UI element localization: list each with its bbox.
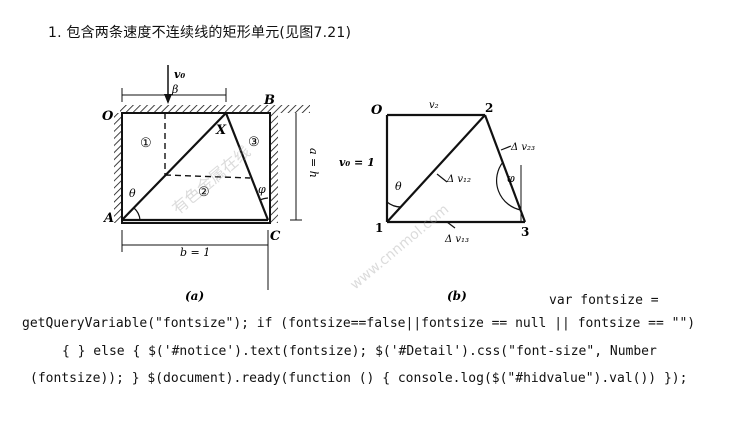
figure-b-diagram: O v₂ 2 Δ v₂₃ v₀ = 1 θ Δ v₁₂ φ 1 3 Δ v₁₃ … [339,100,535,303]
label-dv12: Δ v₁₂ [446,174,471,185]
label-O-b: O [371,103,383,118]
label-beta: β [171,83,178,96]
line-A-X [121,112,227,221]
label-2: 2 [485,101,493,115]
watermark-text-2: www.cnnmol.com [347,201,452,293]
label-phi: φ [258,183,266,196]
label-A: A [102,211,114,226]
label-C: C [270,229,281,244]
label-dv23: Δ v₂₃ [510,142,535,153]
left-wall-hatch [114,113,122,223]
line-2-3 [483,114,527,223]
region-3: ③ [248,135,260,150]
line-1-2 [386,114,486,223]
top-wall-hatch [120,105,310,113]
label-1: 1 [375,221,383,235]
figure-a-diagram: v₀ β B O X ① ② ③ θ φ A C b = 1 a = h (a)… [102,65,320,303]
label-v2: v₂ [429,100,439,111]
dashed-horizontal [164,174,251,179]
label-a: a = h [307,148,320,178]
code-line-4: (fontsize)); } $(document).ready(functio… [30,371,688,386]
region-1: ① [140,136,152,151]
line-X-C [224,112,270,221]
label-phi-b: φ [507,172,515,185]
region-2: ② [198,185,210,200]
label-X: X [215,123,227,138]
watermark-text-1: 有色金属在线 [168,142,254,218]
label-b: b = 1 [180,246,210,259]
label-B: B [263,93,275,108]
label-dv13: Δ v₁₃ [444,234,469,245]
rectangle-outline [121,112,271,224]
v0-arrowhead [164,94,172,104]
right-wall-hatch [270,113,278,223]
label-3: 3 [521,225,529,239]
code-line-2: getQueryVariable("fontsize"); if (fontsi… [22,316,696,331]
caption-a: (a) [185,289,204,303]
label-theta: θ [129,187,136,200]
code-line-1: var fontsize = [549,293,659,308]
section-heading: 1. 包含两条速度不连续线的矩形单元(见图7.21) [48,25,352,41]
code-line-3: { } else { $('#notice').text(fontsize); … [62,344,657,359]
label-theta-b: θ [395,180,402,193]
label-v0-b: v₀ = 1 [339,156,375,169]
label-v0: v₀ [174,68,185,81]
caption-b: (b) [447,289,467,303]
label-O: O [102,109,114,124]
